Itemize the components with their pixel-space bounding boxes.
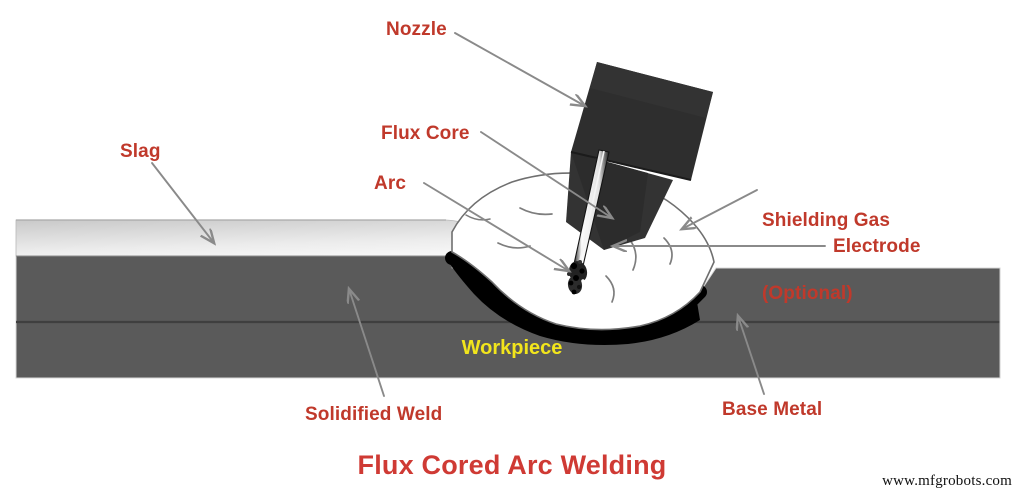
gas-streak-1 (519, 207, 553, 216)
arc-speck-4 (568, 280, 574, 286)
label-base-metal: Base Metal (722, 399, 823, 420)
watermark-url: www.mfgrobots.com (882, 473, 1012, 489)
arc-speck-6 (571, 289, 577, 295)
welding-torch (566, 62, 713, 250)
figure-title: Flux Cored Arc Welding (357, 450, 667, 480)
torch-seam-line (570, 151, 692, 181)
leader-solidified-weld (349, 289, 385, 397)
label-shielding-gas-line2: (Optional) (762, 282, 853, 304)
arc-blob-lower (567, 276, 583, 294)
electrode-wire-core-highlight (578, 150, 605, 266)
arc-speck-5 (576, 284, 582, 290)
gas-streak-6 (465, 214, 491, 221)
leader-shielding-gas (682, 189, 758, 229)
label-shielding-gas: Shielding Gas (Optional) (762, 160, 890, 355)
leader-arc (423, 182, 569, 271)
label-shielding-gas-line1: Shielding Gas (762, 209, 890, 231)
arc-speck-3 (573, 275, 579, 281)
leader-nozzle (454, 32, 585, 106)
label-flux-core: Flux Core (381, 123, 470, 144)
arc-speck-2 (579, 268, 585, 274)
arc-speck-highlight (581, 279, 585, 283)
arc-speck-8 (567, 272, 571, 276)
nozzle-cone-shade (571, 152, 648, 250)
leader-flux-core (480, 131, 612, 218)
gas-streak-5 (605, 275, 615, 303)
weld-pool-body (450, 258, 700, 345)
label-electrode: Electrode (833, 236, 921, 257)
label-nozzle: Nozzle (386, 19, 447, 40)
label-solidified-weld: Solidified Weld (305, 404, 443, 425)
label-slag: Slag (120, 141, 161, 162)
leader-lines (151, 32, 826, 397)
arc-column (567, 260, 588, 295)
label-arc: Arc (374, 173, 406, 194)
arc-speck-7 (578, 260, 582, 264)
gas-streak-3 (629, 239, 637, 271)
label-workpiece: Workpiece (461, 337, 563, 359)
gas-streak-4 (663, 237, 673, 265)
torch-body-highlight (590, 62, 713, 118)
arc-speck-1 (570, 262, 578, 270)
leader-slag (151, 162, 214, 243)
leader-base-metal (738, 316, 765, 395)
